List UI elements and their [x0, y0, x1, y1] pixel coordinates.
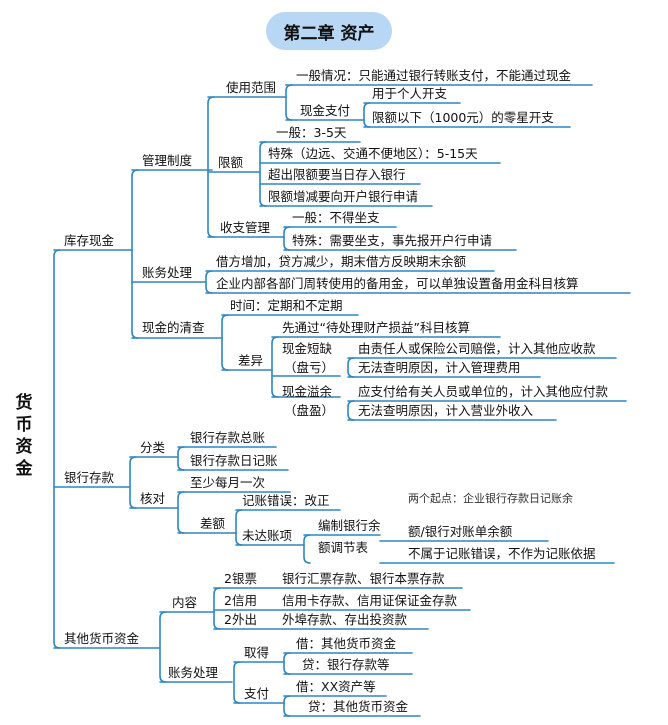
connector-24: [283, 226, 291, 251]
node-beiyongjin: 企业内部各部门周转使用的备用金，可以单独设置备用金科目核算: [216, 276, 579, 291]
node-shijian: 时间：定期和不定期: [230, 298, 343, 313]
connector-27: [205, 270, 213, 294]
node-shiyong: 使用范围: [226, 80, 277, 95]
node-chaochu: 超出限额要当日存入银行: [268, 167, 406, 182]
connector-72: [283, 695, 291, 717]
node-xiane-teshu: 特殊（边远、交通不便地区）：5-15天: [268, 146, 478, 161]
node-zhangwu2: 账务处理: [168, 665, 219, 680]
node-zhifu: 支付: [244, 686, 270, 701]
connector-66: [233, 661, 241, 704]
node-chae: 差额: [200, 516, 226, 531]
connector-1: [53, 249, 61, 649]
connector-59: [159, 611, 167, 683]
connector-40: [347, 400, 355, 421]
node-yingfu: 应支付给有关人员或单位的，计入其他应付款: [358, 384, 609, 399]
node-yinpiao-label: 2银票: [224, 571, 257, 586]
node-rijizhang: 银行存款日记账: [190, 453, 278, 468]
node-geren: 用于个人开支: [372, 86, 448, 101]
node-shouzhi-teshu: 特殊：需要坐支，事先报开户行申请: [292, 233, 493, 248]
node-guanli-feiyong: 无法查明原因，计入管理费用: [358, 360, 521, 375]
node-shouzhi: 收支管理: [220, 220, 271, 235]
node-qingcha: 现金的清查: [142, 320, 205, 335]
node-qude: 取得: [244, 645, 270, 660]
connector-62: [213, 587, 221, 630]
root-node: 货币资金: [15, 393, 33, 479]
node-xiane-yiban: 一般：3-5天: [276, 125, 347, 140]
node-qude-dai: 贷：银行存款等: [302, 657, 390, 672]
connector-16: [363, 102, 371, 128]
connector-43: [129, 456, 137, 509]
node-neirong: 内容: [172, 595, 198, 610]
node-waichu-label: 2外出: [224, 612, 257, 627]
node-lingxing: 限额以下（1000元）的零星开支: [372, 110, 554, 125]
node-duanque: 现金短缺: [282, 341, 333, 356]
node-yiban-qingkuang: 一般情况：只能通过银行转账支付，不能通过现金: [296, 68, 572, 83]
node-duizhang: 额/银行对账单余额: [408, 524, 513, 539]
node-panying: （盘盈）: [284, 403, 335, 418]
connector-33: [271, 336, 279, 398]
connector-37: [347, 357, 355, 378]
node-fenlei: 分类: [140, 440, 166, 455]
connector-30: [221, 314, 229, 371]
node-xiane: 限额: [218, 155, 244, 170]
connector-5: [131, 169, 139, 339]
connector-69: [283, 652, 291, 675]
connector-46: [177, 446, 185, 471]
connector-19: [259, 141, 267, 207]
connector-13: [285, 84, 293, 121]
node-kucun: 库存现金: [64, 233, 115, 248]
connector-55: [303, 534, 311, 564]
node-zhangwu1: 账务处理: [142, 265, 193, 280]
node-peichang: 由责任人或保险公司赔偿，计入其他应收款: [358, 341, 596, 356]
node-zongzhang: 银行存款总账: [190, 430, 266, 445]
node-zhifu-jie: 借：XX资产等: [296, 679, 376, 694]
node-xianjin-zhichu: 现金支付: [300, 103, 351, 118]
node-heduì: 核对: [140, 491, 166, 506]
node-qita: 其他货币资金: [64, 631, 140, 646]
node-pankui: （盘亏）: [284, 360, 335, 375]
node-liangge-qidian: 两个起点：企业银行存款日记账余: [408, 492, 573, 505]
node-yinhang: 银行存款: [64, 470, 115, 485]
node-cuowu: 记账错误：改正: [242, 493, 330, 508]
node-yinpiao: 银行汇票存款、银行本票存款: [282, 571, 445, 586]
node-bianzhi-1: 编制银行余: [318, 518, 381, 533]
node-weida: 未达账项: [242, 528, 293, 543]
node-guanli: 管理制度: [142, 153, 193, 168]
node-yingye: 无法查明原因，计入营业外收入: [358, 403, 534, 418]
node-zhifu-dai: 贷：其他货币资金: [308, 699, 409, 714]
node-chayi: 差异: [238, 353, 264, 368]
node-waichu: 外埠存款、存出投资款: [282, 612, 408, 627]
connector-49: [177, 491, 185, 534]
node-jiefang: 借方增加，贷方减少，期末借方反映期末余额: [216, 254, 467, 269]
node-zengjian: 限额增减要向开户银行申请: [268, 189, 419, 204]
node-yiyu: 现金溢余: [282, 384, 333, 399]
node-xinyong: 信用卡存款、信用证保证金存款: [282, 593, 458, 608]
node-bianzhi-2: 额调节表: [318, 540, 369, 555]
node-daichuli: 先通过“待处理财产损益”科目核算: [282, 320, 470, 335]
node-meiyue: 至少每月一次: [190, 475, 266, 490]
node-bushu: 不属于记账错误，不作为记账依据: [408, 546, 596, 561]
connector-9: [207, 96, 215, 238]
page-title: 第二章 资产: [266, 12, 392, 50]
node-qude-jie: 借：其他货币资金: [296, 636, 397, 651]
node-shouzhi-yiban: 一般：不得坐支: [292, 210, 380, 225]
node-xinyong-label: 2信用: [224, 593, 257, 608]
